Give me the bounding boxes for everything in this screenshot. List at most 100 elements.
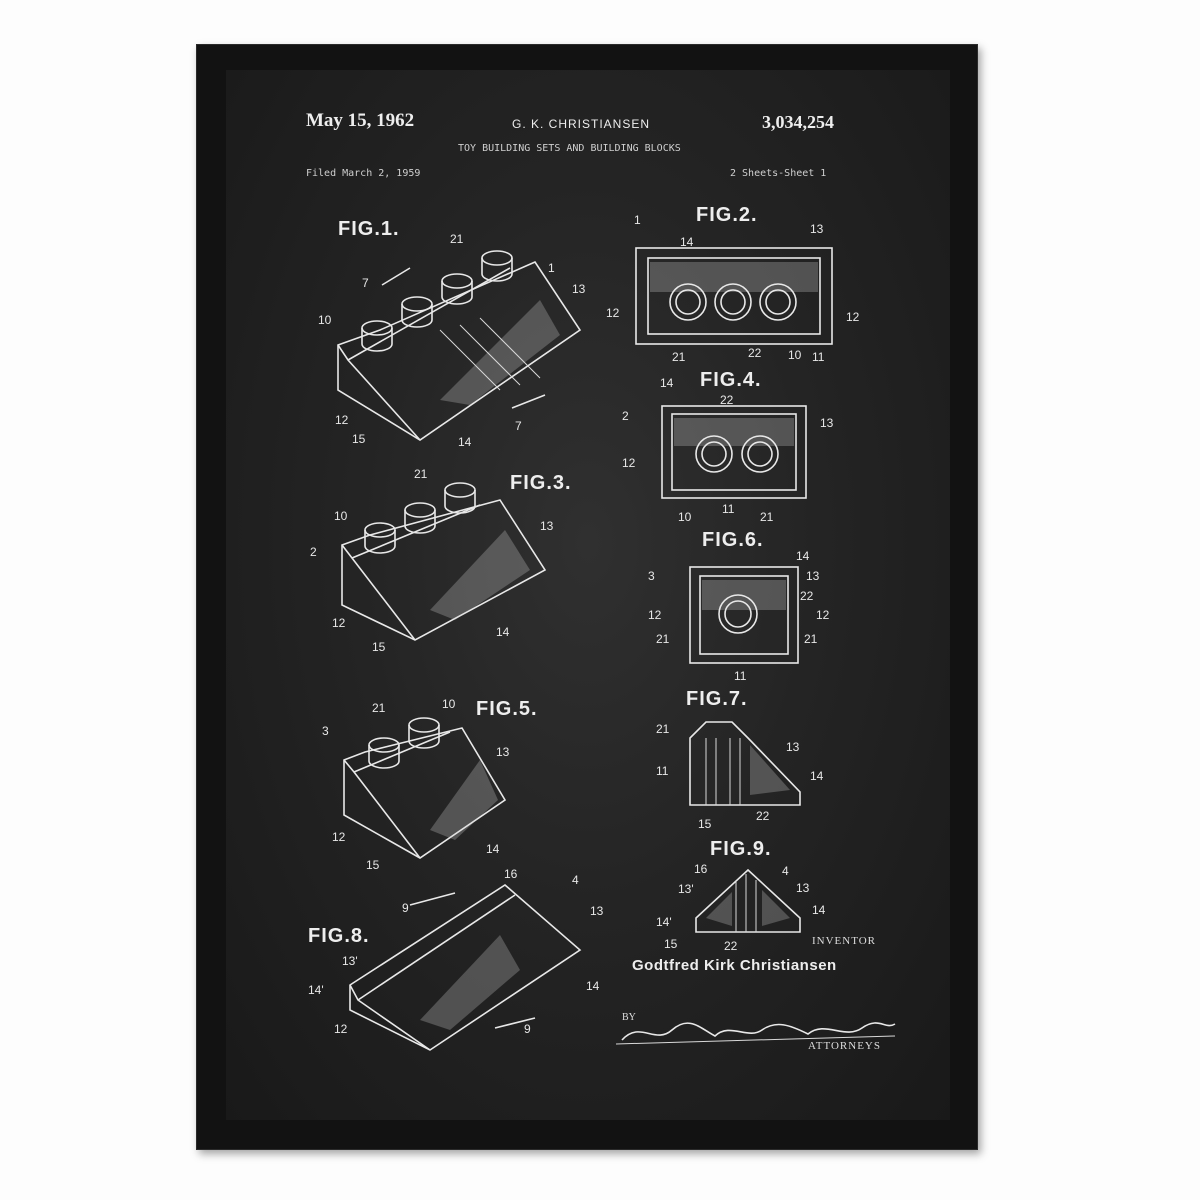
fig-2-label: FIG.2. <box>696 204 758 226</box>
fig-3-part-label: 14 <box>496 625 510 639</box>
inventor-header: G. K. CHRISTIANSEN <box>512 117 651 131</box>
patent-title: TOY BUILDING SETS AND BUILDING BLOCKS <box>458 143 681 154</box>
filed-date: Filed March 2, 1959 <box>306 168 421 179</box>
fig-7-drawing <box>689 721 801 806</box>
inventor-label: INVENTOR <box>812 935 877 947</box>
fig-4-part-label: 22 <box>720 393 734 407</box>
fig-3-label: FIG.3. <box>510 472 572 494</box>
fig-9-label: FIG.9. <box>710 838 772 860</box>
attorney-signature <box>615 1022 896 1045</box>
fig-9-part-label: 13 <box>796 881 810 895</box>
fig-7-label: FIG.7. <box>686 688 748 710</box>
fig-5-part-label: 14 <box>486 842 500 856</box>
fig-6-part-label: 12 <box>816 608 830 622</box>
fig-5-part-label: 12 <box>332 830 346 844</box>
fig-8-part-label: 12 <box>334 1022 348 1036</box>
fig-2-part-label: 12 <box>606 306 620 320</box>
fig-2-part-label: 13 <box>810 222 824 236</box>
fig-1-part-label: 13 <box>572 282 586 296</box>
fig-5-part-label: 3 <box>322 724 329 738</box>
fig-1-part-label: 1 <box>548 261 555 275</box>
fig-4-label: FIG.4. <box>700 369 762 391</box>
fig-8-part-label: 9 <box>524 1022 531 1036</box>
fig-4-drawing <box>661 405 807 499</box>
fig-9-part-label: 14 <box>812 903 826 917</box>
fig-8-part-label: 9 <box>402 901 409 915</box>
fig-1-part-label: 7 <box>362 276 369 290</box>
fig-7-part-label: 11 <box>656 764 669 778</box>
fig-3-part-label: 13 <box>540 519 554 533</box>
fig-9-part-label: 14' <box>656 915 672 929</box>
fig-6-part-label: 22 <box>800 589 814 603</box>
fig-1-part-label: 21 <box>450 232 464 246</box>
fig-2-part-label: 21 <box>672 350 686 364</box>
fig-3-part-label: 21 <box>414 467 428 481</box>
fig-6-label: FIG.6. <box>702 529 764 551</box>
patent-number: 3,034,254 <box>762 112 834 132</box>
fig-6-part-label: 13 <box>806 569 820 583</box>
by-label: BY <box>622 1012 636 1023</box>
fig-1-part-label: 12 <box>335 413 349 427</box>
fig-7-part-label: 22 <box>756 809 770 823</box>
fig-2-part-label: 14 <box>680 235 694 249</box>
inventor-name: Godtfred Kirk Christiansen <box>632 957 837 974</box>
fig-1-drawing <box>337 250 582 441</box>
fig-9-part-label: 16 <box>694 862 708 876</box>
fig-6-part-label: 21 <box>656 632 670 646</box>
fig-6-part-label: 12 <box>648 608 662 622</box>
fig-5-part-label: 15 <box>366 858 380 872</box>
fig-1-part-label: 7 <box>515 419 522 433</box>
fig-7-part-label: 13 <box>786 740 800 754</box>
fig-1-label: FIG.1. <box>338 218 400 240</box>
fig-8-part-label: 14' <box>308 983 324 997</box>
fig-9-part-label: 22 <box>724 939 738 953</box>
fig-4-part-label: 13 <box>820 416 834 430</box>
fig-5-part-label: 13 <box>496 745 510 759</box>
fig-1-part-label: 10 <box>318 313 332 327</box>
fig-9-drawing <box>695 868 801 933</box>
fig-3-drawing <box>341 482 547 641</box>
fig-3-part-label: 15 <box>372 640 386 654</box>
fig-7-part-label: 14 <box>810 769 824 783</box>
fig-4-part-label: 12 <box>622 456 636 470</box>
fig-9-part-label: 4 <box>782 864 789 878</box>
sheet-count: 2 Sheets-Sheet 1 <box>730 168 827 179</box>
fig-2-part-label: 12 <box>846 310 860 324</box>
fig-6-part-label: 14 <box>796 549 810 563</box>
fig-2-part-label: 11 <box>812 350 825 364</box>
fig-3-part-label: 12 <box>332 616 346 630</box>
fig-9-part-label: 13' <box>678 882 694 896</box>
fig-6-drawing <box>689 566 799 664</box>
fig-8-part-label: 14 <box>586 979 600 993</box>
fig-4-part-label: 11 <box>722 502 735 516</box>
fig-6-part-label: 11 <box>734 669 747 683</box>
fig-6-part-label: 3 <box>648 569 655 583</box>
fig-8-drawing <box>349 884 582 1051</box>
fig-8-part-label: 13 <box>590 904 604 918</box>
fig-8-label: FIG.8. <box>308 925 370 947</box>
patent-date: May 15, 1962 <box>306 110 415 131</box>
fig-2-part-label: 10 <box>788 348 802 362</box>
fig-8-part-label: 16 <box>504 867 518 881</box>
fig-3-part-label: 2 <box>310 545 317 559</box>
fig-5-label: FIG.5. <box>476 698 538 720</box>
fig-4-part-label: 10 <box>678 510 692 524</box>
fig-4-part-label: 14 <box>660 376 674 390</box>
fig-4-part-label: 2 <box>622 409 629 423</box>
fig-1-part-label: 14 <box>458 435 472 449</box>
fig-5-drawing <box>343 717 507 859</box>
patent-sheet <box>226 70 950 1120</box>
fig-2-part-label: 22 <box>748 346 762 360</box>
part-number-labels: 7 21 1 13 10 12 15 14 7 1 14 13 12 12 21… <box>308 213 860 1036</box>
fig-4-part-label: 21 <box>760 510 774 524</box>
fig-6-part-label: 21 <box>804 632 818 646</box>
fig-8-part-label: 13' <box>342 954 358 968</box>
fig-2-drawing <box>635 247 833 345</box>
fig-5-part-label: 10 <box>442 697 456 711</box>
fig-2-part-label: 1 <box>634 213 641 227</box>
attorneys-label: ATTORNEYS <box>808 1040 881 1052</box>
fig-7-part-label: 21 <box>656 722 670 736</box>
fig-3-part-label: 10 <box>334 509 348 523</box>
fig-8-part-label: 4 <box>572 873 579 887</box>
